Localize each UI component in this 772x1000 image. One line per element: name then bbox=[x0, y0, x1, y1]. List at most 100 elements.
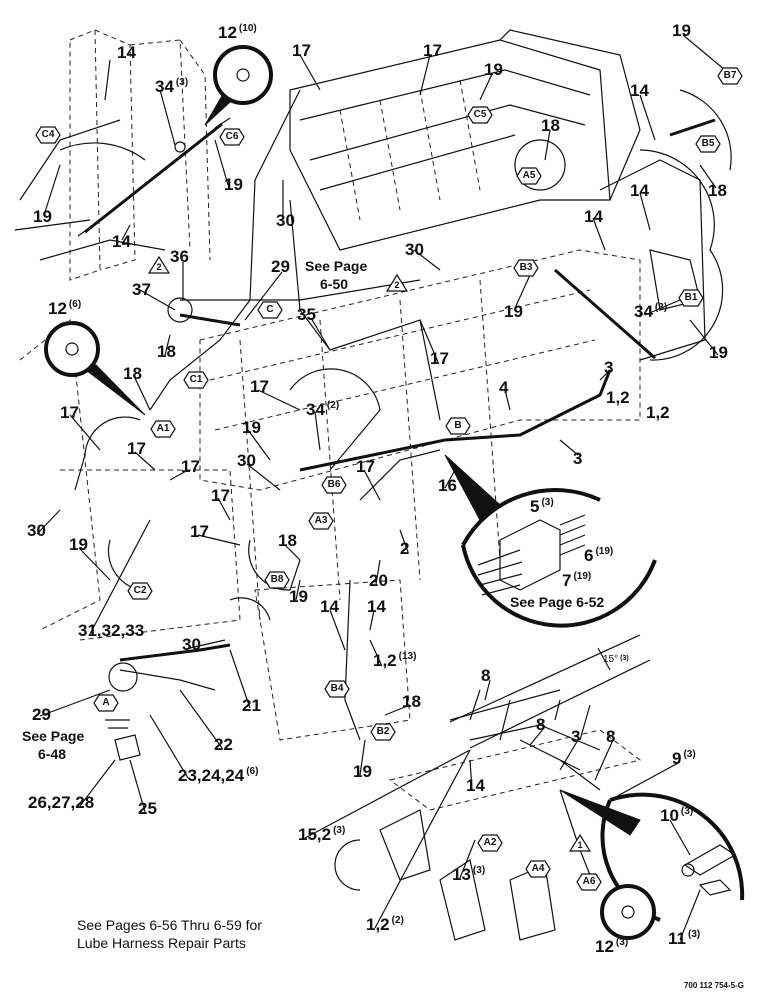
angle-label: 15°(3) bbox=[603, 655, 629, 665]
hex-tag-b: B bbox=[445, 417, 471, 435]
callout-29-8: 29 bbox=[271, 258, 290, 275]
callout-3-60: 3 bbox=[571, 728, 580, 745]
callout-17-43: 17 bbox=[190, 523, 209, 540]
callout-number: 12 bbox=[218, 23, 237, 42]
callout-number: 3 bbox=[604, 358, 614, 377]
callout-20-48: 20 bbox=[369, 572, 388, 589]
callout-quantity: (19) bbox=[573, 571, 592, 582]
callout-number: 18 bbox=[123, 364, 142, 383]
lube-bank bbox=[334, 634, 745, 941]
callout-number: 12 bbox=[595, 937, 614, 956]
callout-30-12: 30 bbox=[276, 212, 295, 229]
hex-tag-label: B5 bbox=[701, 138, 715, 149]
callout-number: 19 bbox=[69, 535, 88, 554]
callout-number: 35 bbox=[297, 305, 316, 324]
callout-quantity: (13) bbox=[398, 651, 417, 662]
hex-tag-label: B1 bbox=[684, 292, 698, 303]
callout-number: 22 bbox=[214, 735, 233, 754]
callout-number: 34 bbox=[155, 77, 174, 96]
hex-tag-label: A1 bbox=[156, 423, 170, 434]
callout-6-56: 6(19) bbox=[584, 546, 614, 565]
callout-18-32: 18 bbox=[123, 365, 142, 382]
callout-quantity: (3) bbox=[541, 497, 554, 508]
callout-35-14: 35 bbox=[297, 306, 316, 323]
callout-quantity: (10) bbox=[238, 23, 257, 34]
callout-number: 36 bbox=[170, 247, 189, 266]
callout-number: 19 bbox=[353, 762, 372, 781]
callout-number: 18 bbox=[708, 181, 727, 200]
hex-tag-label: A4 bbox=[531, 863, 545, 874]
hex-tag-b4: B4 bbox=[324, 680, 350, 698]
callout-number: 8 bbox=[481, 666, 491, 685]
callout-number: 17 bbox=[423, 41, 442, 60]
callout-10-70: 10(3) bbox=[660, 807, 693, 825]
callout-number: 30 bbox=[276, 211, 295, 230]
hex-tag-c: C bbox=[257, 301, 283, 319]
callout-quantity: (6) bbox=[68, 299, 82, 310]
left-upright-frame bbox=[14, 29, 211, 281]
callout-18-64: 18 bbox=[402, 693, 421, 710]
callout-number: 11 bbox=[668, 929, 686, 948]
callout-number: 14 bbox=[117, 43, 136, 62]
hex-tag-label: A3 bbox=[314, 515, 328, 526]
callout-19-3: 19 bbox=[224, 176, 243, 193]
callout-36-7: 36 bbox=[170, 248, 189, 265]
hex-tag-b7: B7 bbox=[717, 67, 743, 85]
callout-16-41: 16 bbox=[438, 477, 457, 494]
callout-number: 17 bbox=[60, 403, 79, 422]
hex-tag-b2: B2 bbox=[370, 723, 396, 741]
callout-number: 25 bbox=[138, 799, 157, 818]
detail-circle-12-10 bbox=[204, 45, 273, 126]
callout-number: 26,27,28 bbox=[28, 793, 95, 812]
see-page-6-48-line2: 6-48 bbox=[38, 746, 67, 762]
callout-number: 19 bbox=[242, 418, 261, 437]
hex-tag-label: B bbox=[454, 420, 462, 431]
callout-19-49: 19 bbox=[289, 588, 308, 605]
hex-tag-label: A2 bbox=[483, 837, 497, 848]
hex-tag-c4: C4 bbox=[35, 126, 61, 144]
callout-3-24: 3 bbox=[604, 359, 613, 376]
see-page-6-48-line1: See Page bbox=[22, 728, 85, 744]
callout-quantity: (3) bbox=[175, 77, 189, 88]
callout-18-18: 18 bbox=[708, 182, 727, 199]
callout-12-76: 12(3) bbox=[595, 937, 629, 956]
callout-17-36: 17 bbox=[127, 440, 146, 457]
callout-number: 17 bbox=[292, 41, 311, 60]
callout-1-2-77: 1,2(2) bbox=[366, 916, 404, 934]
angle-quantity: (3) bbox=[620, 655, 629, 662]
bottom-note-line1: See Pages 6-56 Thru 6-59 for bbox=[77, 917, 262, 933]
callout-22-66: 22 bbox=[214, 736, 233, 753]
callout-quantity: (3) bbox=[687, 929, 701, 940]
callout-31-32-33-52: 31,32,33 bbox=[78, 622, 144, 639]
hex-tag-a: A bbox=[93, 694, 119, 712]
hex-tag-c2: C2 bbox=[127, 582, 153, 600]
callout-number: 19 bbox=[504, 302, 523, 321]
callout-number: 18 bbox=[402, 692, 421, 711]
callout-number: 1,2 bbox=[646, 403, 670, 422]
callout-9-62: 9(3) bbox=[672, 750, 696, 768]
hex-tag-label: B6 bbox=[327, 479, 341, 490]
angle-value: 15° bbox=[603, 654, 619, 665]
callout-number: 19 bbox=[709, 343, 728, 362]
detail-circle-12-6 bbox=[44, 321, 146, 416]
triangle-tag-2-0: 2 bbox=[148, 256, 170, 274]
hex-tag-b3: B3 bbox=[513, 259, 539, 277]
triangle-tag-1-2: 1 bbox=[569, 834, 591, 852]
triangle-tag-label: 1 bbox=[577, 840, 583, 850]
hex-tag-b6: B6 bbox=[321, 476, 347, 494]
hex-tag-label: C6 bbox=[225, 131, 239, 142]
callout-quantity: (19) bbox=[595, 546, 614, 557]
hex-tag-label: B3 bbox=[519, 262, 533, 273]
callout-17-33: 17 bbox=[250, 378, 269, 395]
callout-quantity: (3) bbox=[615, 937, 629, 948]
right-upright bbox=[554, 89, 732, 361]
callout-11-75: 11(3) bbox=[668, 929, 701, 948]
callout-number: 31,32,33 bbox=[78, 621, 145, 640]
callout-19-21: 19 bbox=[504, 303, 523, 320]
hex-tag-label: C5 bbox=[473, 109, 487, 120]
callout-19-11: 19 bbox=[484, 61, 503, 78]
hex-tag-a6: A6 bbox=[576, 873, 602, 891]
callout-number: 37 bbox=[132, 280, 151, 299]
callout-quantity: (3) bbox=[654, 302, 668, 313]
callout-8-61: 8 bbox=[606, 728, 615, 745]
